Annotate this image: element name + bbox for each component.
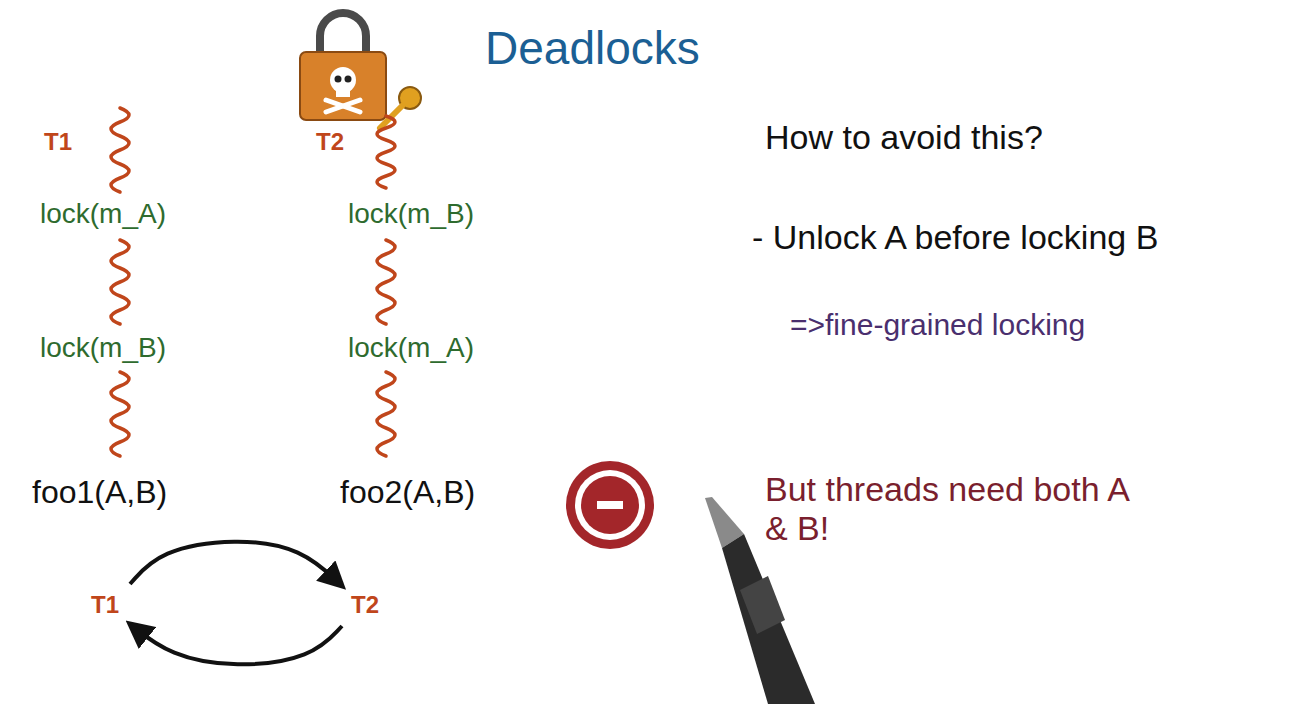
thread-squiggle <box>111 108 129 192</box>
skull-jaw <box>336 88 350 97</box>
pen-grip <box>740 576 785 634</box>
minus-ring <box>566 461 654 549</box>
bullet-note: - Unlock A before locking B <box>752 218 1158 257</box>
lock-call: lock(m_A) <box>40 198 166 230</box>
lock-call: lock(m_B) <box>348 198 474 230</box>
thread-squiggle <box>377 116 395 188</box>
padlock-body <box>300 52 386 120</box>
crossbone <box>326 100 360 112</box>
slide-title: Deadlocks <box>485 22 700 75</box>
thread-name: T1 <box>91 591 119 619</box>
padlock-icon <box>300 13 421 128</box>
padlock-shackle <box>320 13 366 56</box>
minus-ring-gap <box>575 470 645 540</box>
thread-squiggle <box>377 240 395 324</box>
function-call: foo1(A,B) <box>32 474 167 511</box>
drawback-note: But threads need both A & B! <box>765 470 1145 548</box>
skull-eye <box>335 76 342 83</box>
function-call: foo2(A,B) <box>340 474 475 511</box>
thread-node: T2 <box>346 588 384 622</box>
thread-squiggle <box>111 240 129 324</box>
lock-call: lock(m_B) <box>40 332 166 364</box>
thread-node: T1 <box>86 588 124 622</box>
thread-squiggles <box>111 108 395 456</box>
skull-eye <box>345 76 352 83</box>
lock-call: lock(m_A) <box>348 332 474 364</box>
thread-name: T2 <box>316 128 344 156</box>
thread-name: T2 <box>351 591 379 619</box>
question-note: How to avoid this? <box>765 118 1043 157</box>
cycle-arrow <box>130 624 342 664</box>
minus-disc <box>581 476 639 534</box>
consequence-note: =>fine-grained locking <box>790 308 1085 343</box>
thread-squiggle <box>111 372 129 456</box>
thread-name: T1 <box>44 128 72 156</box>
minus-bar <box>597 501 623 509</box>
cycle-arrow <box>130 542 342 586</box>
pen-body <box>722 534 815 704</box>
crossbone <box>326 100 360 112</box>
thread-squiggle <box>377 372 395 456</box>
minus-icon <box>566 461 654 549</box>
